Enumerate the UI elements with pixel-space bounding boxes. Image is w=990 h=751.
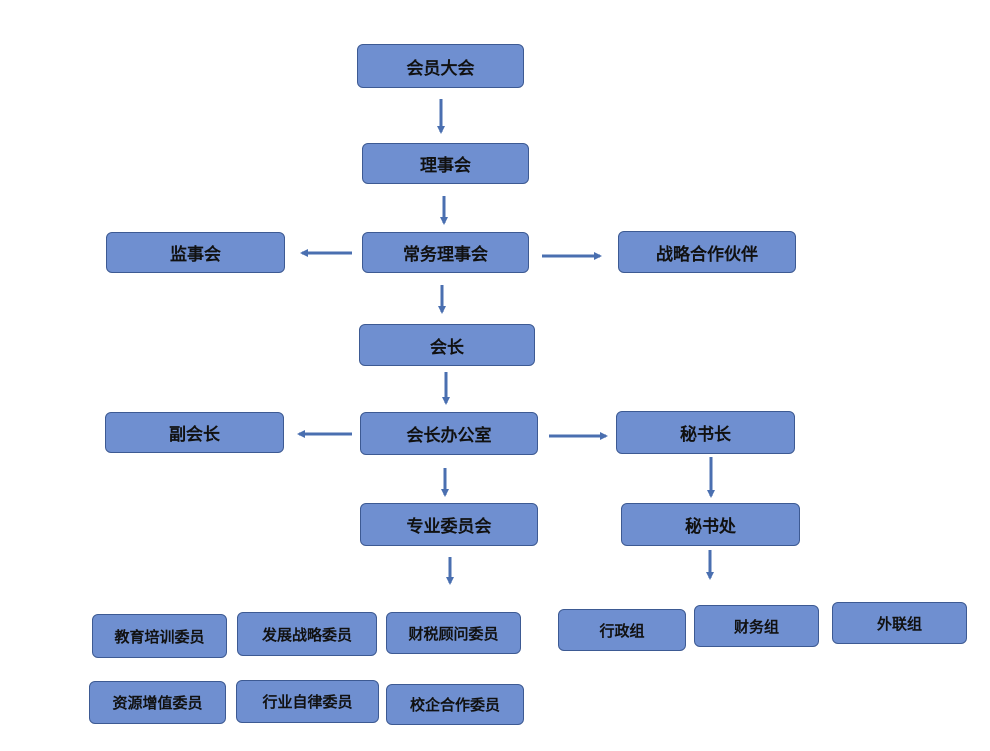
node-strategic-partners: 战略合作伙伴 xyxy=(618,231,796,273)
node-committee-school-enterprise: 校企合作委员 xyxy=(386,684,524,725)
node-committee-industry-self-discipline: 行业自律委员 xyxy=(236,680,379,723)
node-general-assembly: 会员大会 xyxy=(357,44,524,88)
node-committee-finance-tax-advisory: 财税顾问委员 xyxy=(386,612,521,654)
node-group-finance: 财务组 xyxy=(694,605,819,647)
node-committee-education-training: 教育培训委员 xyxy=(92,614,227,658)
node-president-office: 会长办公室 xyxy=(360,412,538,455)
node-secretariat: 秘书处 xyxy=(621,503,800,546)
node-group-external-liaison: 外联组 xyxy=(832,602,967,644)
node-committee-development-strategy: 发展战略委员 xyxy=(237,612,377,656)
node-standing-council: 常务理事会 xyxy=(362,232,529,273)
node-committee-resource-appreciation: 资源增值委员 xyxy=(89,681,226,724)
node-group-administration: 行政组 xyxy=(558,609,686,651)
node-special-committees: 专业委员会 xyxy=(360,503,538,546)
node-council: 理事会 xyxy=(362,143,529,184)
node-supervisory-board: 监事会 xyxy=(106,232,285,273)
node-vice-president: 副会长 xyxy=(105,412,284,453)
node-president: 会长 xyxy=(359,324,535,366)
node-secretary-general: 秘书长 xyxy=(616,411,795,454)
